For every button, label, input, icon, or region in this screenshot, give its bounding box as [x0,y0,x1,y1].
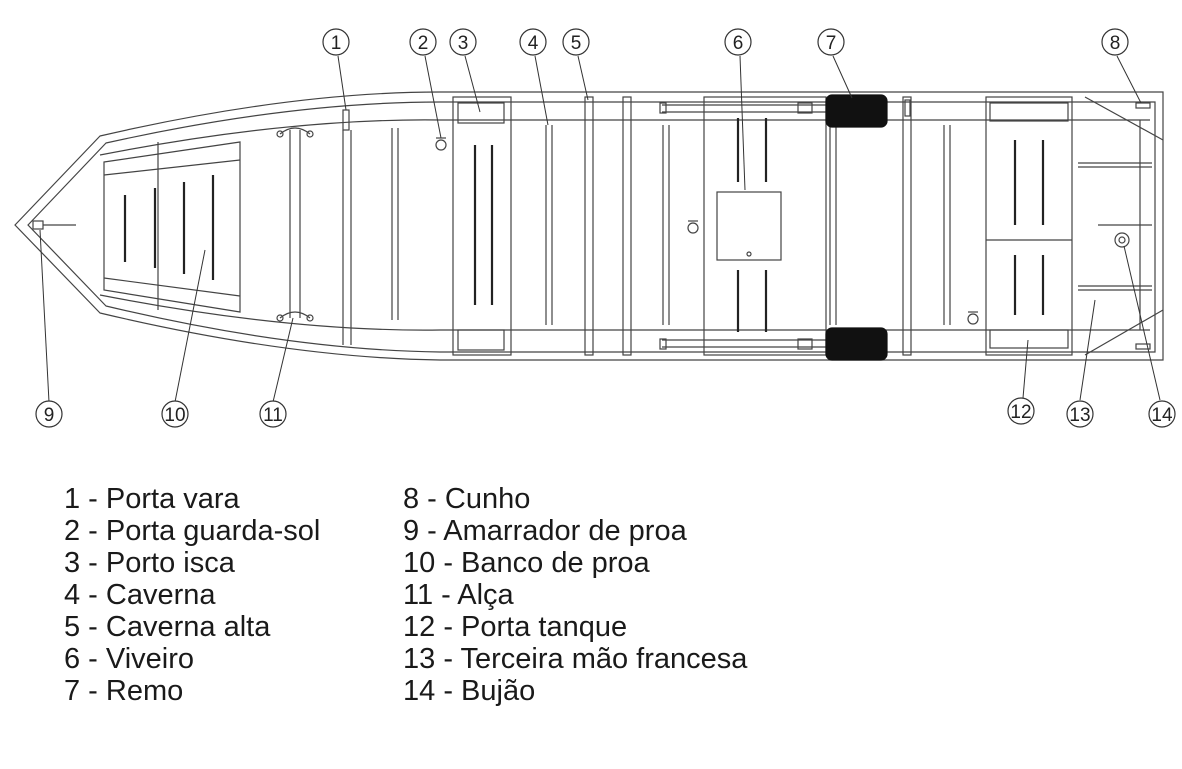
legend-item-10: 10 - Banco de proa [403,547,650,579]
boat-top-view-diagram: 1 2 3 4 5 6 7 8 9 10 11 12 13 14 [14,28,1176,428]
legend-item-8: 8 - Cunho [403,483,531,515]
handle-top [279,127,311,318]
legend-item-2: 2 - Porta guarda-sol [64,515,321,547]
callout-circle-1 [322,28,350,56]
callout-number-8: 8 [1110,33,1121,54]
umbrella-holder-lower [967,311,979,325]
live-well-seat [703,96,827,356]
rod-holder [342,109,350,131]
callout-number-14: 14 [1151,405,1173,426]
legend-item-7: 7 - Remo [64,675,184,707]
tank-holder-seat [985,96,1073,356]
callout-circle-8 [1101,28,1129,56]
callout-circle-7 [817,28,845,56]
bait-box-seat [452,96,512,356]
legend-item-12: 12 - Porta tanque [403,611,628,643]
callout-circle-5 [562,28,590,56]
handle-bottom [279,311,311,319]
callout-circle-14 [1148,400,1176,428]
stern-transom [1084,96,1164,356]
legend-item-9: 9 - Amarrador de proa [403,515,687,547]
umbrella-holder [435,137,447,151]
umbrella-holder-mid [687,220,699,234]
callout-circle-11 [259,400,287,428]
callout-circle-3 [449,28,477,56]
cleat-bottom [1135,343,1151,350]
leader-lines [39,55,1161,403]
legend-item-13: 13 - Terceira mão francesa [403,643,748,675]
legend-item-6: 6 - Viveiro [64,643,195,675]
gunwale-line [99,119,1150,331]
callout-number-11: 11 [263,405,283,426]
bow-tie [32,220,44,230]
callout-number-9: 9 [44,405,55,426]
callout-number-2: 2 [418,33,429,54]
legend-item-1: 1 - Porta vara [64,483,240,515]
legend-column-1: 1 - Porta vara 2 - Porta guarda-sol 3 - … [64,483,320,707]
callout-circle-12 [1007,397,1035,425]
hull-outline [14,91,1164,361]
callout-circle-13 [1066,400,1094,428]
legend-item-3: 3 - Porto isca [64,547,235,579]
legend-item-11: 11 - Alça [403,579,514,611]
legend-item-4: 4 - Caverna [64,579,216,611]
callout-number-4: 4 [528,33,539,54]
high-rib [584,96,594,356]
callout-circle-2 [409,28,437,56]
callout-number-1: 1 [331,33,342,54]
bow-seat [103,141,241,313]
drain-plug [1114,232,1130,248]
callout-number-6: 6 [733,33,744,54]
callout-markers [35,28,1176,428]
callout-number-7: 7 [826,33,837,54]
legend-column-2: 8 - Cunho 9 - Amarrador de proa 10 - Ban… [403,483,747,707]
callout-number-13: 13 [1069,405,1090,426]
callout-number-3: 3 [458,33,469,54]
hull-inner-outline [27,101,1156,353]
callout-circle-4 [519,28,547,56]
legend-item-5: 5 - Caverna alta [64,611,271,643]
oar-bottom [659,327,888,361]
live-well [716,191,782,261]
oar-top [659,94,888,128]
callout-circle-6 [724,28,752,56]
callout-circle-9 [35,400,63,428]
callout-number-12: 12 [1010,402,1031,423]
cleat-top [1135,102,1151,109]
callout-number-5: 5 [571,33,582,54]
callout-number-10: 10 [164,405,185,426]
callout-circle-10 [161,400,189,428]
legend-item-14: 14 - Bujão [403,675,536,707]
